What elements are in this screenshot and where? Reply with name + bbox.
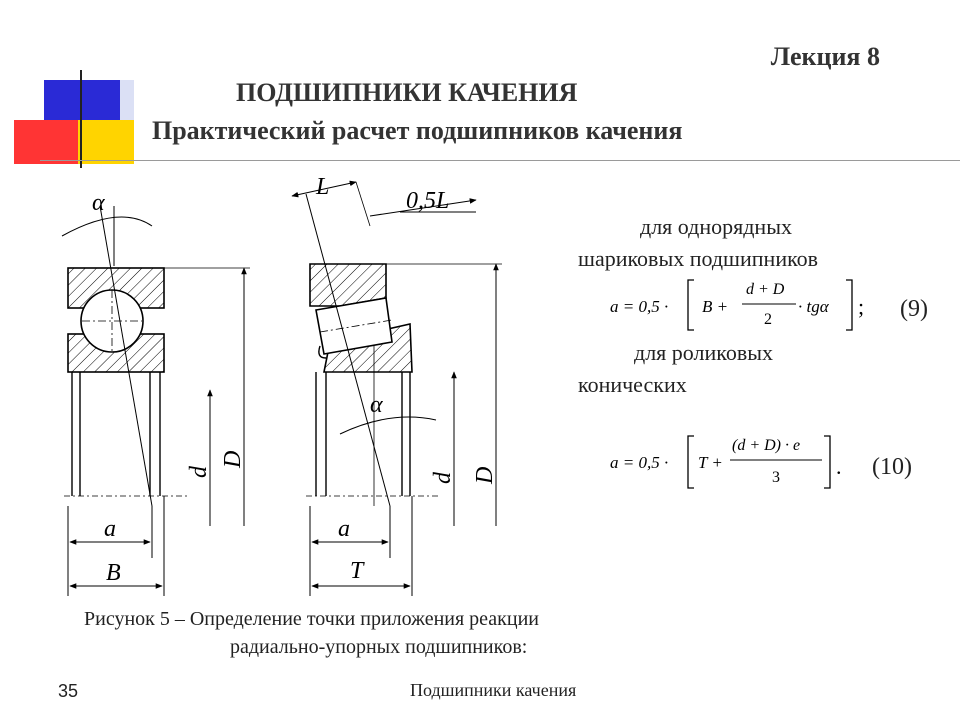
roller-bearing-text-1: для роликовых xyxy=(634,340,773,365)
label-L: L xyxy=(315,174,329,200)
decor-red-square xyxy=(14,120,78,164)
formula-10-numerator: (d + D) · e xyxy=(732,437,800,454)
label-half-L: 0,5L xyxy=(406,188,449,214)
label-d-left: d xyxy=(186,465,212,478)
formula-10-left-bracket xyxy=(687,435,694,489)
ball-bearing-text-2: шариковых подшипников xyxy=(578,246,819,271)
formula-9-number: (9) xyxy=(900,296,928,322)
bearing-figure: α L 0,5L α d D d D a B a T xyxy=(61,174,502,596)
footer-text: Подшипники качения xyxy=(410,680,577,700)
decor-fade-square xyxy=(120,80,134,120)
formula-10-right-bracket xyxy=(824,435,831,489)
ball-bearing-drawing xyxy=(61,205,250,596)
header-divider xyxy=(40,160,960,161)
tapered-roller-bearing-drawing xyxy=(291,180,502,596)
formula-9-right-bracket xyxy=(846,279,853,331)
label-a-right: a xyxy=(338,516,350,542)
label-D-right: D xyxy=(472,467,498,485)
decor-vertical-line xyxy=(80,70,82,168)
formula-10: a = 0,5 · T + (d + D) · e 3 . xyxy=(610,435,842,489)
formula-9-lhs: a = 0,5 · xyxy=(610,297,668,316)
formula-10-number: (10) xyxy=(872,454,912,480)
formula-9-end: ; xyxy=(858,294,864,319)
formula-9-numerator: d + D xyxy=(746,281,785,298)
slide-subtitle: Практический расчет подшипников качения xyxy=(152,116,683,145)
formula-9-term1: B + xyxy=(702,297,728,316)
label-alpha-right: α xyxy=(370,392,383,418)
figure-caption-line-1: Рисунок 5 – Определение точки приложения… xyxy=(84,608,539,630)
page-number: 35 xyxy=(58,681,79,701)
roller-bearing-text-2: конических xyxy=(578,372,687,397)
formula-10-denominator: 3 xyxy=(772,469,780,486)
formula-10-term1: T + xyxy=(698,453,723,472)
figure-caption-line-2: радиально-упорных подшипников: xyxy=(230,636,528,658)
label-D-left: D xyxy=(220,451,246,469)
label-T: T xyxy=(350,558,365,584)
formula-9-left-bracket xyxy=(687,279,694,331)
formula-9: a = 0,5 · B + d + D 2 · tgα ; xyxy=(610,279,864,331)
lecture-label: Лекция 8 xyxy=(770,42,880,71)
label-a-left: a xyxy=(104,516,116,542)
decor-yellow-square xyxy=(78,120,134,164)
slide-title: ПОДШИПНИКИ КАЧЕНИЯ xyxy=(236,78,578,107)
label-alpha-left: α xyxy=(92,190,105,216)
formula-10-lhs: a = 0,5 · xyxy=(610,453,668,472)
ball-bearing-text-1: для однорядных xyxy=(640,214,792,239)
formula-9-denominator: 2 xyxy=(764,311,772,328)
formula-9-tail: · tgα xyxy=(798,297,830,316)
formula-10-end: . xyxy=(836,454,842,479)
label-d-right: d xyxy=(430,471,456,484)
label-B: B xyxy=(106,560,121,586)
